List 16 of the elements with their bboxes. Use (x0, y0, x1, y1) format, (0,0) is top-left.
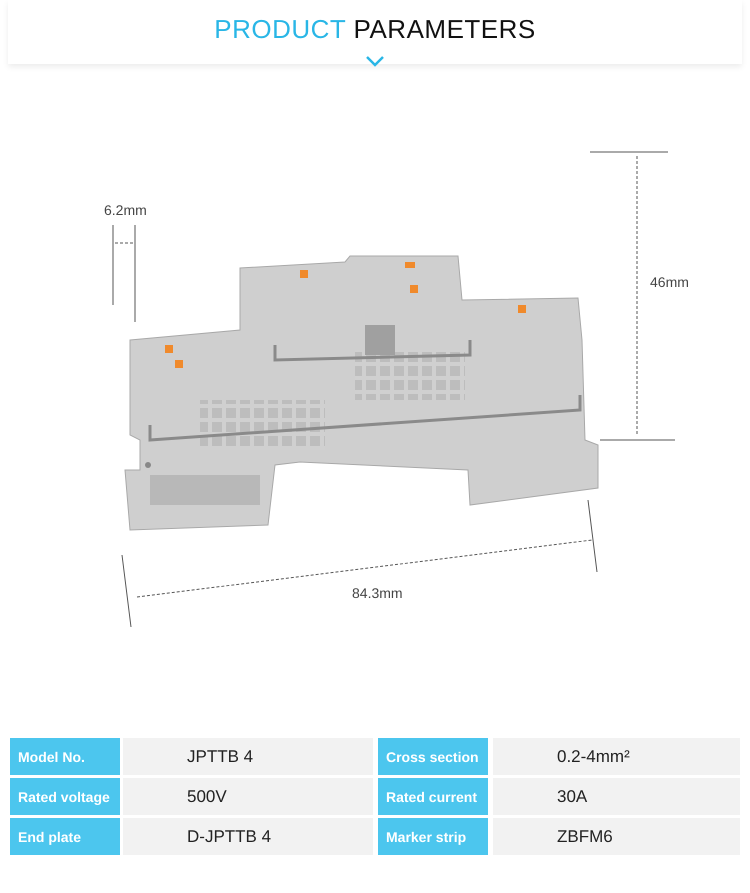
table-header-cell: Model No. (10, 738, 120, 775)
table-header-cell: Cross section (378, 738, 488, 775)
table-value-cell: D-JPTTB 4 (123, 818, 373, 855)
table-value-cell: 0.2-4mm² (493, 738, 740, 775)
title: PRODUCT PARAMETERS (213, 14, 537, 45)
table-value-cell: JPTTB 4 (123, 738, 373, 775)
table-value-cell: ZBFM6 (493, 818, 740, 855)
table-value-cell: 30A (493, 778, 740, 815)
table-header-cell: Rated voltage (10, 778, 120, 815)
table-header-cell: Marker strip (378, 818, 488, 855)
dimension-label: 84.3mm (352, 585, 403, 601)
dimension-label: 6.2mm (104, 202, 147, 218)
dimension-label: 46mm (650, 274, 689, 290)
table-header-cell: Rated current (378, 778, 488, 815)
table-header-cell: End plate (10, 818, 120, 855)
table-value-cell: 500V (123, 778, 373, 815)
